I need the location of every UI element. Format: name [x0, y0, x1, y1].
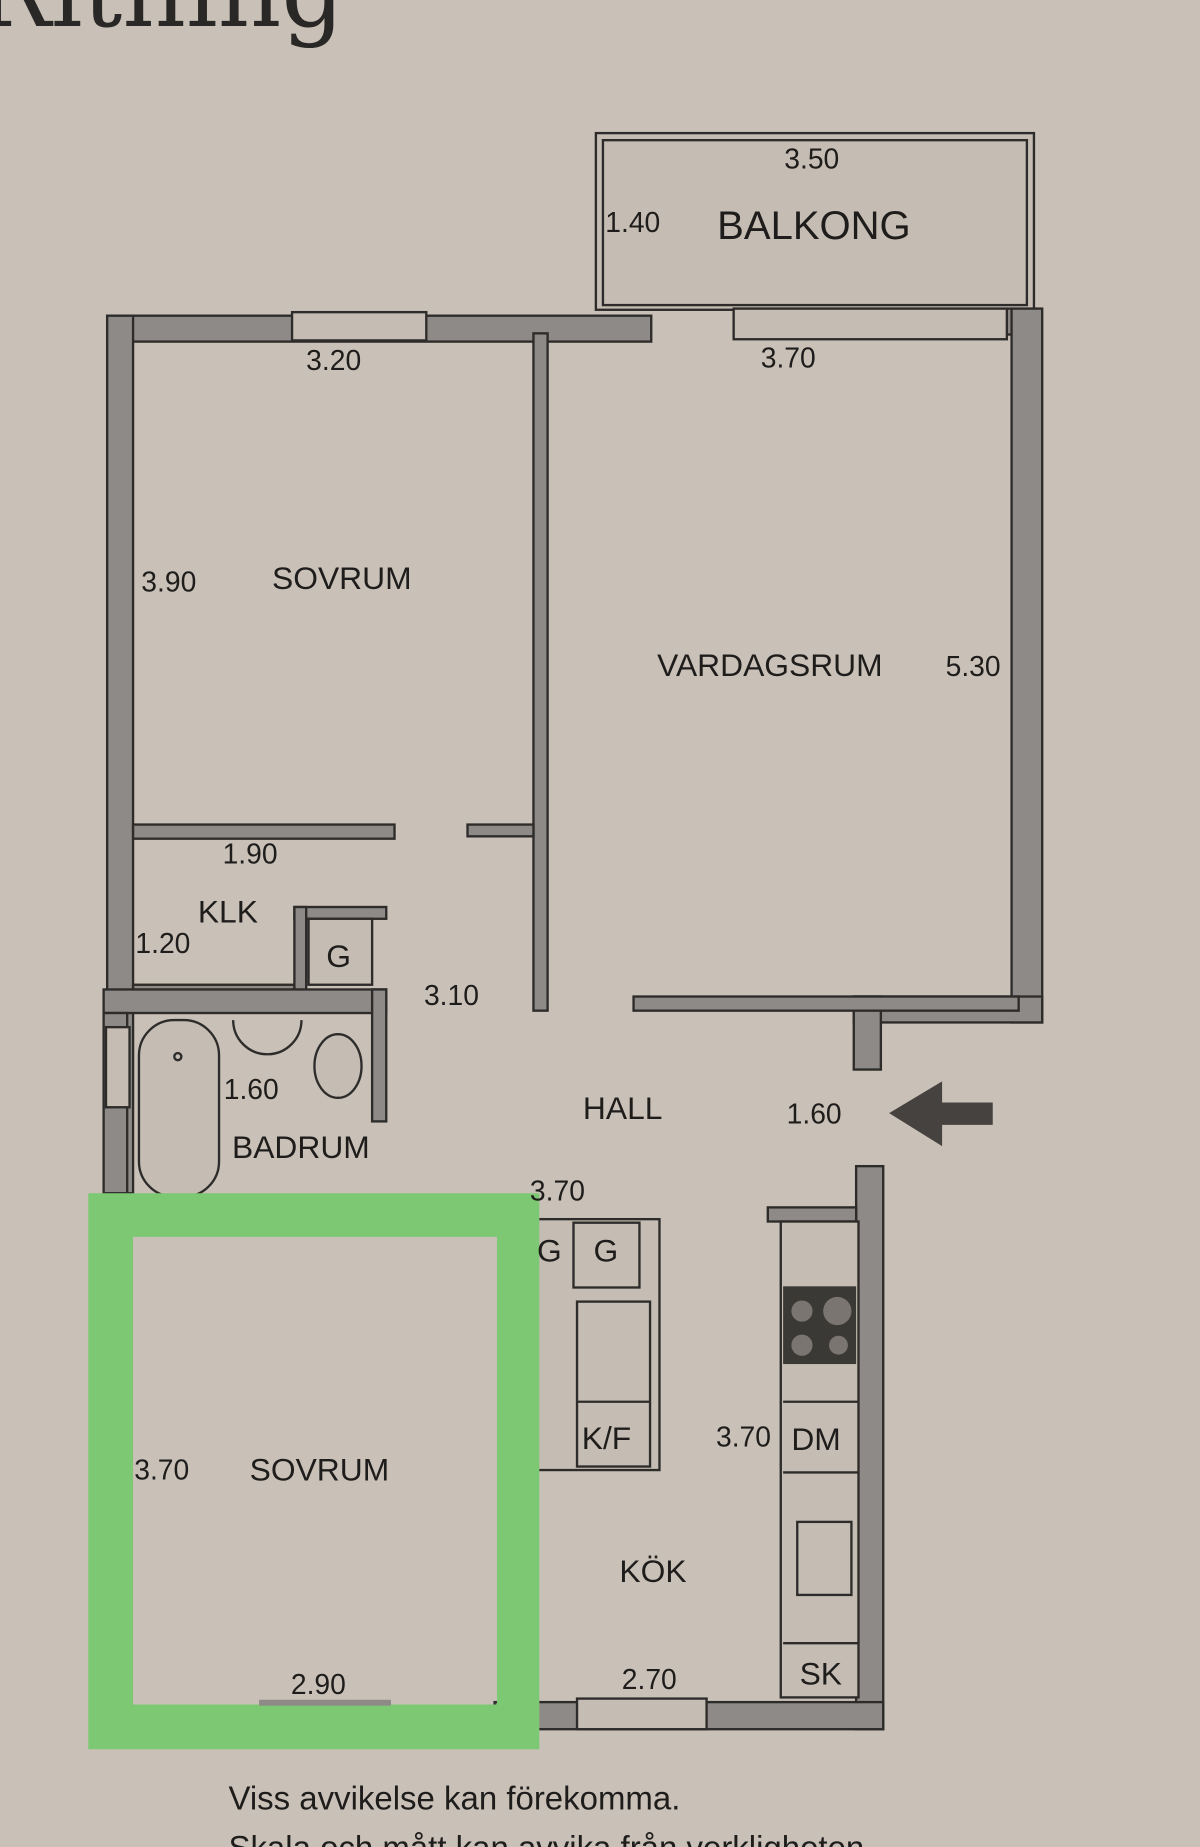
- sovrum1-label: SOVRUM: [272, 560, 412, 596]
- klk-depth: 1.20: [135, 927, 190, 959]
- balcony: [594, 131, 1036, 311]
- klk-label: KLK: [198, 893, 258, 929]
- badrum-label: BADRUM: [232, 1129, 370, 1165]
- kok-width: 2.70: [622, 1663, 677, 1695]
- hall-depth: 3.10: [424, 979, 479, 1011]
- kok-label: KÖK: [619, 1553, 686, 1589]
- page-title: Ritning: [0, 0, 345, 50]
- klk-width: 1.90: [223, 837, 278, 869]
- fixture-cabinet: SK: [800, 1655, 842, 1691]
- bathtub-icon: [137, 1018, 221, 1198]
- sovrum2-width: 2.90: [291, 1668, 346, 1700]
- arrow-left-icon: [889, 1081, 993, 1147]
- kok-depth: 3.70: [716, 1420, 771, 1452]
- kitchen-fixtures: [534, 1217, 860, 1699]
- walls: [102, 307, 1044, 1731]
- kitchen-sink-icon: [796, 1520, 853, 1597]
- fixture-fridge-freezer: K/F: [582, 1420, 631, 1456]
- fixture-g: G: [326, 938, 351, 974]
- toilet-icon: [313, 1033, 363, 1100]
- highlight-frame: [88, 1193, 540, 1750]
- balkong-width: 3.50: [784, 142, 839, 174]
- disclaimer-note: Viss avvikelse kan förekomma.: [228, 1779, 680, 1816]
- hall-label: HALL: [583, 1090, 663, 1126]
- hall-length: 3.70: [530, 1174, 585, 1206]
- vardagsrum-label: VARDAGSRUM: [657, 647, 883, 683]
- bathroom-fixtures: [137, 917, 374, 1198]
- sovrum2-depth: 3.70: [134, 1453, 189, 1485]
- vardagsrum-depth: 5.30: [946, 650, 1001, 682]
- sovrum1-width: 3.20: [306, 344, 361, 376]
- sovrum2-label: SOVRUM: [250, 1452, 390, 1488]
- windows: [104, 307, 1009, 1731]
- sink-icon: [231, 1020, 303, 1056]
- sovrum1-depth: 3.90: [141, 565, 196, 597]
- fixture-g: G: [537, 1233, 562, 1269]
- fixture-dishwasher: DM: [791, 1421, 840, 1457]
- badrum-width: 1.60: [224, 1073, 279, 1105]
- scale-note: Skala och mått kan avvika från verklighe…: [228, 1829, 864, 1847]
- balkong-depth: 1.40: [605, 206, 660, 238]
- hall-width: 1.60: [787, 1098, 842, 1130]
- fixture-g: G: [594, 1233, 619, 1269]
- vardagsrum-width: 3.70: [761, 342, 816, 374]
- balkong-label: BALKONG: [717, 204, 911, 248]
